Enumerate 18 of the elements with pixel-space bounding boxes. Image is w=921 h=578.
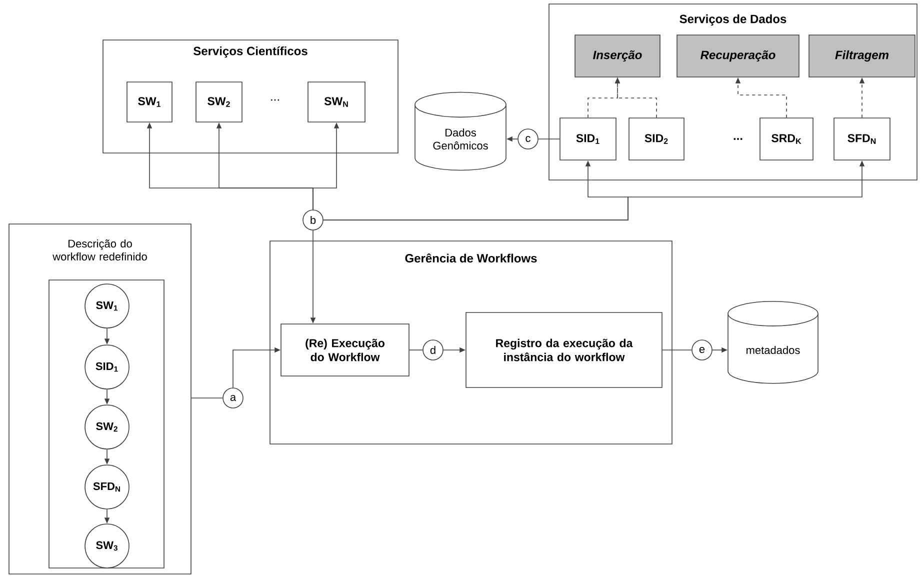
process-box: Registro da execução da instância do workflow [466, 312, 662, 388]
service-box: SID$_{1}$ [560, 118, 616, 160]
category-box: Recuperação [676, 34, 800, 78]
ellipsis: ... [734, 138, 742, 140]
database-cylinder: metadados [728, 300, 818, 384]
node-label: SW$_{3}$ [96, 541, 118, 551]
service-box: SFD$_{N}$ [834, 118, 890, 160]
connector-line [538, 138, 560, 140]
category-box: Filtragem [808, 34, 916, 78]
service-box: SID$_{2}$ [628, 118, 684, 160]
database-cylinder: Dados Genômicos [414, 92, 506, 171]
service-box: SW$_{1}$ [126, 82, 172, 122]
process-box: (Re) Execução do Workflow [280, 324, 410, 376]
service-box: SW$_{N}$ [308, 82, 366, 122]
service-box: SW$_{2}$ [196, 82, 242, 122]
category-box: Inserção [574, 34, 660, 78]
service-box: SRD$_{K}$ [760, 118, 814, 160]
ellipsis: ... [271, 99, 279, 101]
